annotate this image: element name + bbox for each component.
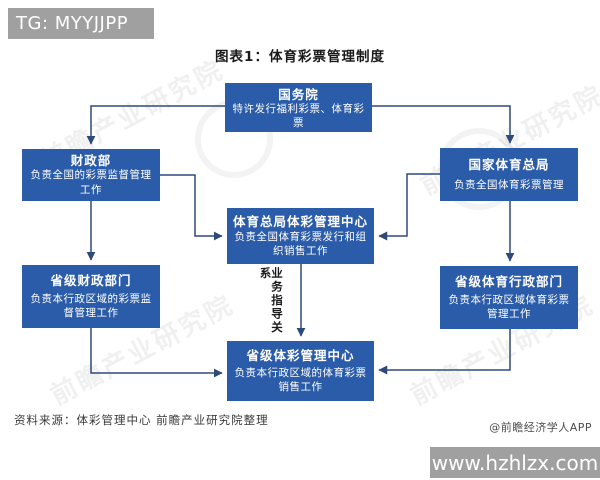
node-sports-lottery-admin-center: 体育总局体彩管理中心 负责全国体育彩票发行和组织销售工作 <box>227 208 374 264</box>
node-general-admin-of-sport: 国家体育总局 负责全国体育彩票管理 <box>440 148 578 201</box>
node-desc: 负责全国体育彩票发行和组织销售工作 <box>234 231 367 258</box>
source-note: 资料来源：体彩管理中心 前瞻产业研究院整理 <box>14 413 269 427</box>
node-title: 国家体育总局 <box>468 157 550 173</box>
edge-label-business-guidance: 业务指导关系 <box>258 267 285 335</box>
node-desc: 负责本行政区域的体育彩票销售工作 <box>234 366 367 393</box>
node-title: 省级财政部门 <box>50 272 132 288</box>
node-provincial-lottery-center: 省级体彩管理中心 负责本行政区域的体育彩票销售工作 <box>227 341 374 401</box>
node-title: 国务院 <box>278 87 319 102</box>
node-title: 省级体彩管理中心 <box>246 347 355 363</box>
node-ministry-of-finance: 财政部 负责全国的彩票监督管理工作 <box>22 149 160 201</box>
node-title: 财政部 <box>70 153 112 169</box>
node-desc: 负责本行政区域的彩票监督管理工作 <box>30 292 152 319</box>
node-title: 省级体育行政部门 <box>454 273 563 289</box>
node-state-council: 国务院 特许发行福利彩票、体育彩票 <box>225 83 372 132</box>
node-title: 体育总局体彩管理中心 <box>232 213 368 229</box>
node-desc: 负责本行政区域体育彩票管理工作 <box>448 293 570 320</box>
node-provincial-sport-admin-dept: 省级体育行政部门 负责本行政区域体育彩票管理工作 <box>440 266 578 329</box>
node-desc: 特许发行福利彩票、体育彩票 <box>232 103 365 130</box>
node-desc: 负责全国体育彩票管理 <box>454 178 564 191</box>
credit-note: @前瞻经济学人APP <box>489 421 592 434</box>
site-watermark-banner: www.hzhlzx.com <box>430 447 600 478</box>
tg-watermark-banner: TG: MYYJJPP <box>8 8 154 39</box>
node-provincial-finance-dept: 省级财政部门 负责本行政区域的彩票监督管理工作 <box>22 265 160 328</box>
node-desc: 负责全国的彩票监督管理工作 <box>30 169 152 196</box>
figure-title: 图表1：体育彩票管理制度 <box>215 49 385 65</box>
